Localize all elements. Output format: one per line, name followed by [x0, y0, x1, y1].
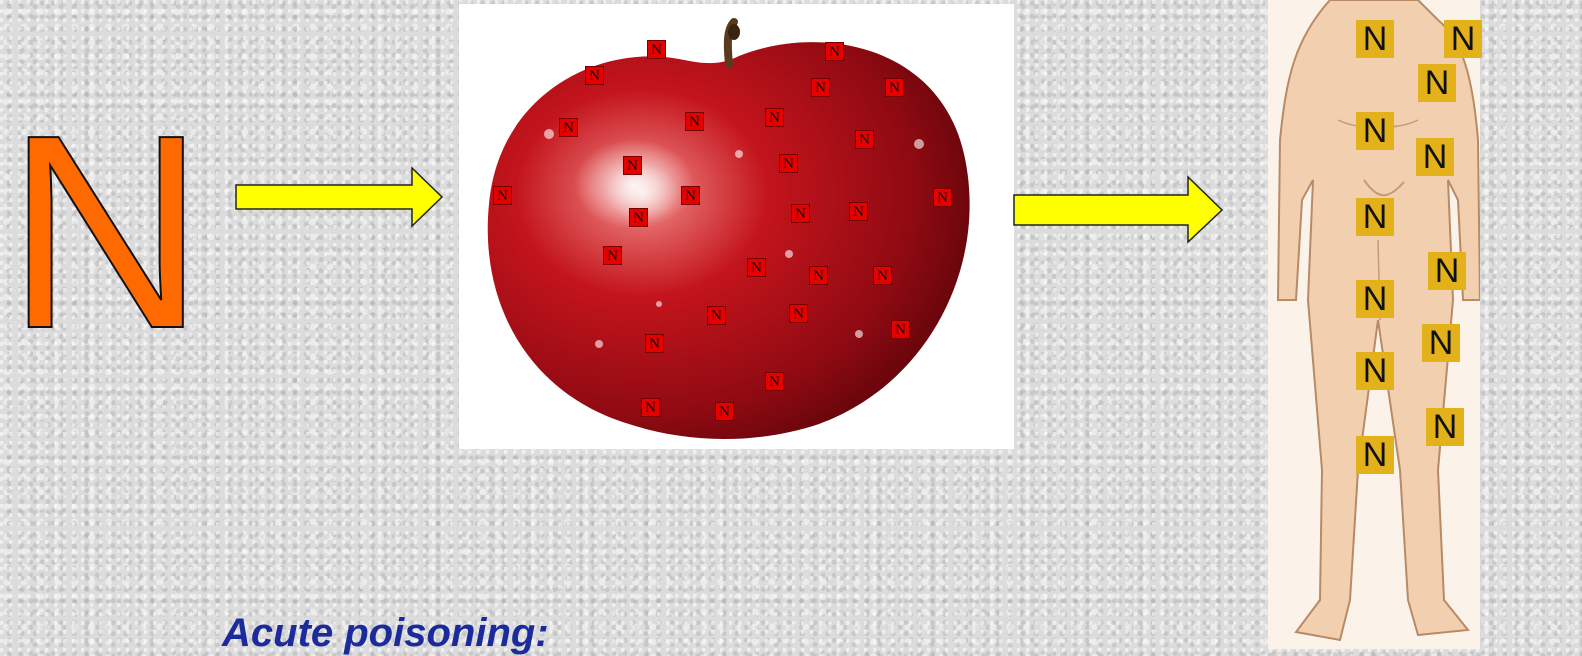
- nitrogen-badge: N: [641, 398, 660, 417]
- nitrogen-badge: N: [623, 156, 642, 175]
- right-arrow-icon: [234, 165, 446, 230]
- nitrogen-badge: N: [685, 112, 704, 131]
- nitrogen-badge: N: [811, 78, 830, 97]
- nitrogen-badge: N: [1356, 112, 1394, 150]
- nitrogen-badge: N: [1428, 252, 1466, 290]
- nitrogen-badge: N: [1422, 324, 1460, 362]
- nitrogen-badge: N: [765, 372, 784, 391]
- nitrogen-badge: N: [1356, 352, 1394, 390]
- nitrogen-badge: N: [1416, 138, 1454, 176]
- nitrogen-badge: N: [559, 118, 578, 137]
- nitrogen-badge: N: [707, 306, 726, 325]
- nitrogen-badge: N: [849, 202, 868, 221]
- nitrogen-symbol: N: [6, 94, 205, 370]
- nitrogen-badge: N: [585, 66, 604, 85]
- nitrogen-badge: N: [891, 320, 910, 339]
- nitrogen-badge: N: [1426, 408, 1464, 446]
- nitrogen-badge: N: [809, 266, 828, 285]
- nitrogen-badge: N: [933, 188, 952, 207]
- nitrogen-badge: N: [765, 108, 784, 127]
- nitrogen-badge: N: [1356, 436, 1394, 474]
- apple-illustration: [459, 4, 1014, 449]
- nitrogen-badge: N: [855, 130, 874, 149]
- human-body-image: N N N N N N N N N N N N: [1268, 0, 1480, 649]
- nitrogen-badge: N: [647, 40, 666, 59]
- nitrogen-badge: N: [873, 266, 892, 285]
- nitrogen-badge: N: [629, 208, 648, 227]
- nitrogen-badge: N: [603, 246, 622, 265]
- nitrogen-badge: N: [1356, 198, 1394, 236]
- nitrogen-badge: N: [789, 304, 808, 323]
- nitrogen-badge: N: [779, 154, 798, 173]
- nitrogen-badge: N: [681, 186, 700, 205]
- nitrogen-badge: N: [1444, 20, 1482, 58]
- caption-text: Acute poisoning:: [222, 611, 549, 656]
- nitrogen-badge: N: [645, 334, 664, 353]
- nitrogen-badge: N: [825, 42, 844, 61]
- nitrogen-badge: N: [885, 78, 904, 97]
- right-arrow-icon: [1012, 175, 1226, 245]
- apple-image: N N N N N N N N N N N N N N N N N N N N …: [459, 4, 1014, 449]
- nitrogen-badge: N: [1418, 64, 1456, 102]
- nitrogen-badge: N: [493, 186, 512, 205]
- nitrogen-badge: N: [747, 258, 766, 277]
- nitrogen-badge: N: [1356, 280, 1394, 318]
- nitrogen-badge: N: [791, 204, 810, 223]
- nitrogen-badge: N: [715, 402, 734, 421]
- nitrogen-badge: N: [1356, 20, 1394, 58]
